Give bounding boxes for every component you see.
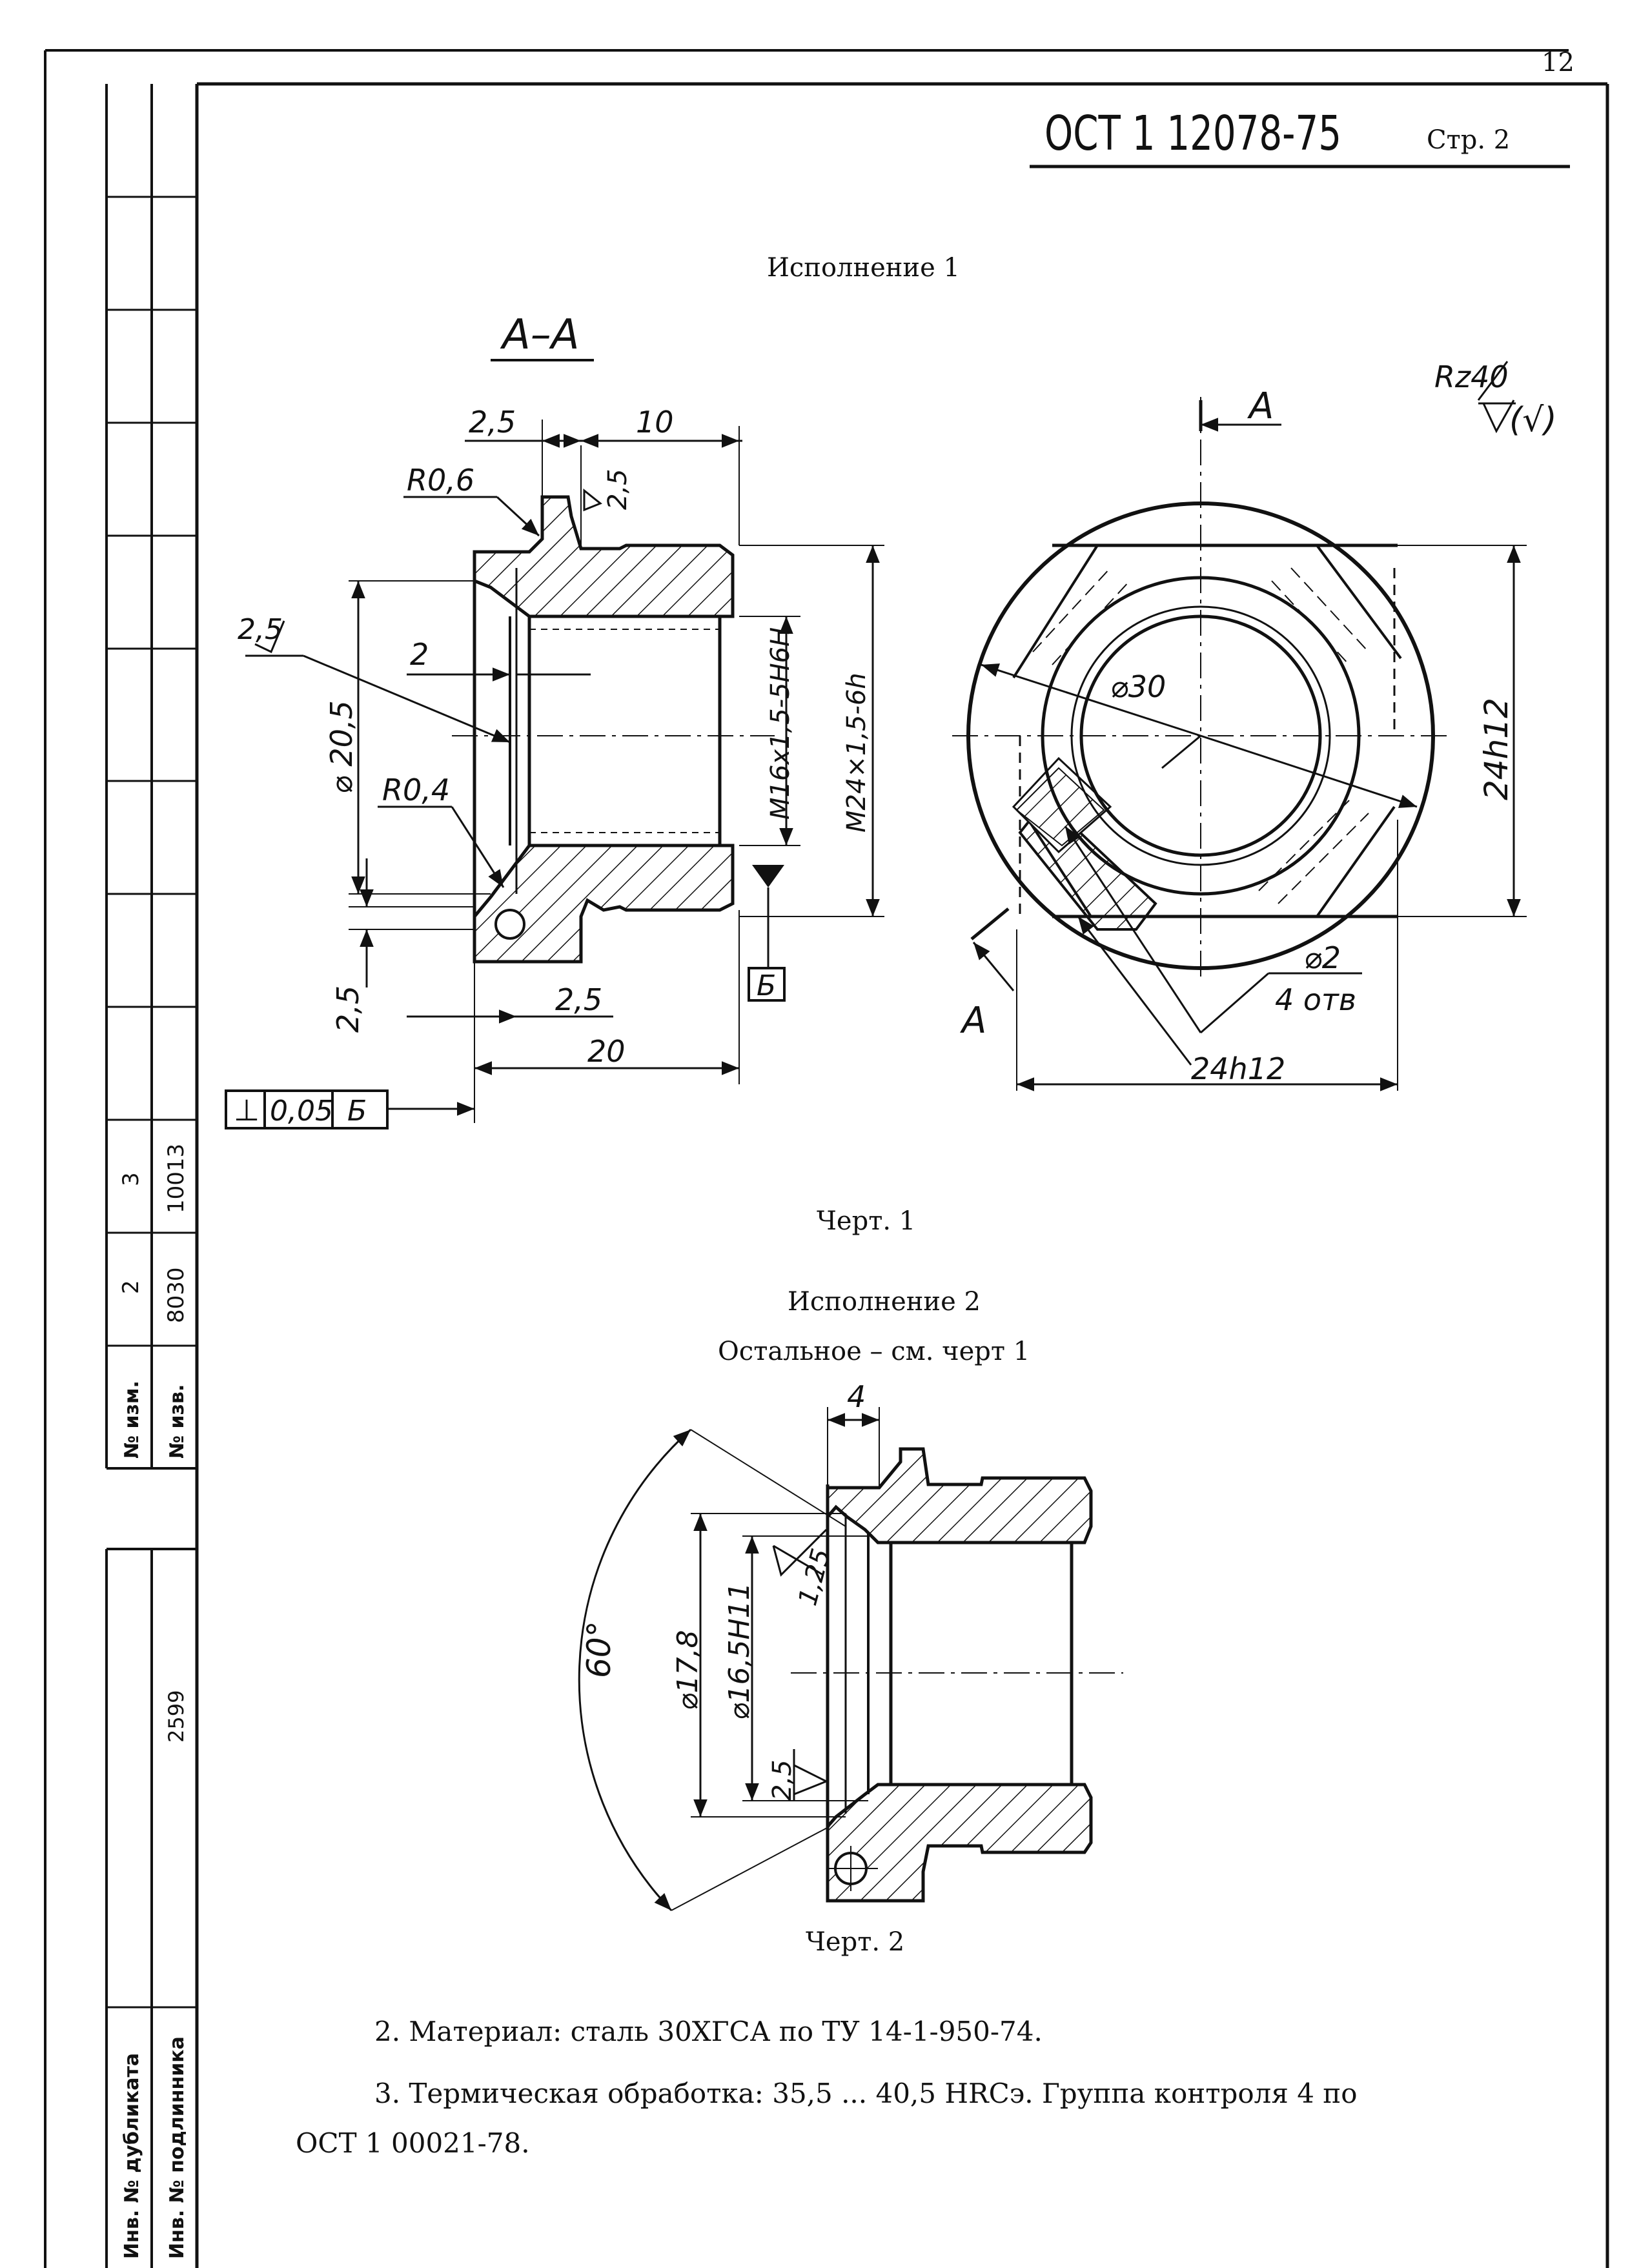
dim-2-5-top: 2,5 — [469, 405, 516, 440]
datum-label: Б — [757, 969, 776, 1002]
notes: 2. Материал: сталь 30ХГСА по ТУ 14-1-950… — [296, 2016, 1358, 2159]
dim-2-5-bottom: 2,5 — [555, 982, 602, 1017]
fig2-roughness-2-5: 2,5 — [768, 1759, 797, 1801]
dim-24h12-vertical: 24h12 — [1478, 698, 1515, 800]
fig2-note: Остальное – см. черт 1 — [718, 1337, 1030, 1366]
holes-count: 4 отв — [1275, 982, 1356, 1017]
tolerance-frame: ⊥ 0,05 Б — [225, 1089, 474, 1129]
roughness-rz40: Rz40 — [1434, 359, 1509, 394]
radius-r0-4: R0,4 — [382, 773, 450, 807]
thread-m16: M16x1,5-5H6H — [766, 627, 795, 820]
datum-box — [748, 967, 786, 1002]
figure-2-caption: Черт. 2 — [806, 1927, 904, 1957]
note-heat-treatment-cont: ОСТ 1 00021-78. — [296, 2127, 530, 2159]
rev-2-notice: 8030 — [163, 1267, 189, 1323]
note-heat-treatment: 3. Термическая обработка: 35,5 ... 40,5 … — [374, 2078, 1358, 2109]
roughness-note: Rz40 (√) — [1434, 359, 1557, 440]
figure-1: Исполнение 1 А–А 2,5 10 R0,6 2,5 2, — [225, 253, 1557, 1236]
revision-sidebar: № изм. № изв. 2 8030 3 10013 2599 Инв. №… — [105, 84, 197, 2268]
dim-2: 2 — [410, 637, 429, 672]
dim-10: 10 — [636, 405, 674, 440]
dim-24h12-horizontal: 24h12 — [1191, 1051, 1285, 1086]
dim-phi-30: ⌀30 — [1110, 669, 1166, 704]
page-number: 12 — [1542, 48, 1574, 77]
radius-r0-6: R0,6 — [407, 463, 474, 498]
rev-3-number: 3 — [118, 1172, 144, 1186]
fig1-variant-title: Исполнение 1 — [767, 253, 960, 283]
side-view: ⌀30 А А 24h12 ⌀2 4 отв 24h12 — [952, 385, 1527, 1091]
rev-2-number: 2 — [118, 1280, 144, 1294]
sidebar-number: 2599 — [164, 1690, 188, 1743]
dim-2-5-left: 2,5 — [331, 986, 365, 1033]
dim-20: 20 — [587, 1034, 626, 1069]
section-label: А–А — [500, 311, 580, 359]
original-inv-label: Инв. № подлинника — [166, 2036, 188, 2259]
rev-3-notice: 10013 — [163, 1144, 189, 1213]
figure-2: Исполнение 2 Остальное – см. черт 1 4 60… — [578, 1287, 1123, 1957]
figure-1-caption: Черт. 1 — [817, 1206, 915, 1236]
dim-phi-20-5: ⌀ 20,5 — [324, 700, 359, 794]
fig2-upper-wall — [826, 1447, 1093, 1544]
fitting-upper-wall — [473, 495, 735, 618]
fitting-lower-wall — [473, 844, 735, 964]
fig2-angle-60: 60° — [580, 1621, 618, 1678]
sheet-frame — [44, 49, 1609, 2268]
roughness-paren: (√) — [1509, 401, 1557, 440]
tolerance-symbol: ⊥ — [234, 1093, 260, 1128]
tolerance-datum: Б — [347, 1095, 367, 1128]
datum-triangle — [752, 865, 784, 887]
fig2-phi-16-5: ⌀16,5H11 — [723, 1582, 756, 1720]
thread-m24: M24×1,5-6h — [842, 673, 871, 833]
fig2-variant-title: Исполнение 2 — [788, 1287, 981, 1317]
fig2-lower-wall — [826, 1783, 1093, 1903]
fig2-dim-4: 4 — [847, 1379, 866, 1414]
col-header-rev: № изм. — [121, 1381, 143, 1459]
cut-a-bottom: А — [960, 1000, 986, 1042]
note-material: 2. Материал: сталь 30ХГСА по ТУ 14-1-950… — [374, 2016, 1043, 2047]
page-label: Стр. 2 — [1427, 125, 1510, 155]
doc-code: ОСТ 1 12078-75 — [1044, 106, 1341, 161]
fig2-phi-17-8: ⌀17,8 — [671, 1630, 704, 1710]
header: ОСТ 1 12078-75 Стр. 2 — [1030, 106, 1570, 168]
cut-a-top: А — [1247, 385, 1274, 427]
fig2-roughness-1-25: 1,25 — [793, 1546, 836, 1609]
tolerance-value: 0,05 — [270, 1095, 333, 1128]
dim-phi-2: ⌀2 — [1304, 940, 1341, 975]
chamfer-2-5: 2,5 — [603, 469, 633, 510]
duplicate-inv-label: Инв. № дубликата — [121, 2053, 143, 2259]
col-header-notice: № изв. — [166, 1384, 188, 1459]
